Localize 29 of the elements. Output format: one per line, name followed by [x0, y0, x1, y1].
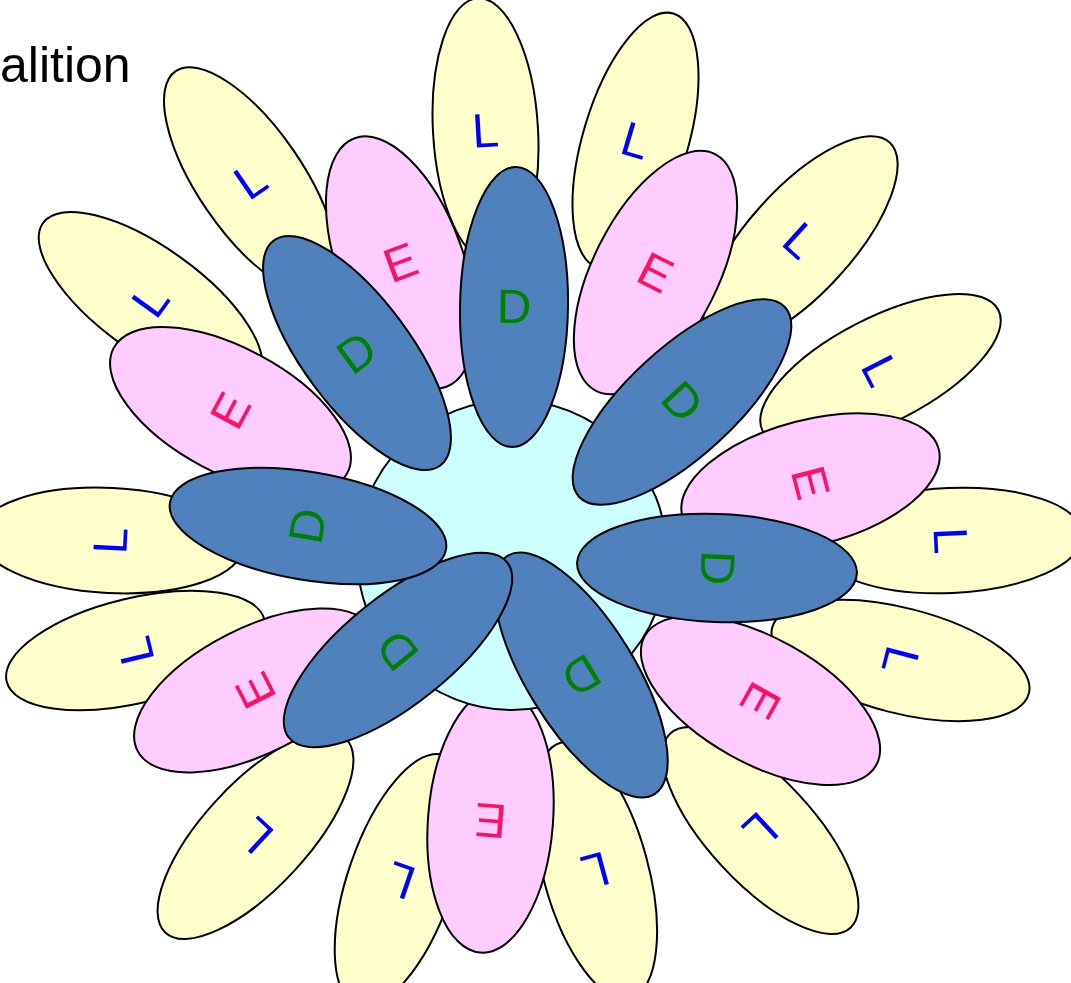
petal-letter: L	[925, 525, 975, 555]
petal-letter: L	[228, 808, 282, 862]
petal-letter: E	[782, 460, 838, 504]
petal-letter: L	[108, 631, 162, 669]
petal-letter: E	[731, 674, 789, 726]
petal-letter: L	[85, 525, 135, 555]
petal-letter: L	[470, 105, 500, 155]
petal-letter: D	[652, 373, 712, 431]
petal-letter: E	[376, 233, 424, 291]
petal-letter: L	[575, 843, 615, 897]
petal-letter: L	[225, 152, 275, 208]
petal-letter: D	[368, 621, 428, 679]
petal-letter: D	[692, 549, 742, 587]
petal-letter: L	[122, 275, 178, 325]
petal-letter: D	[496, 282, 532, 332]
petal-letter: D	[281, 504, 335, 548]
petal-letter: L	[615, 113, 655, 167]
petal-letter: E	[629, 243, 681, 301]
petal-letter: D	[553, 645, 609, 705]
petal-letter: E	[472, 794, 508, 846]
title-text: alition	[0, 40, 131, 90]
petal-letter: L	[379, 852, 421, 908]
petal-letter: E	[226, 664, 284, 716]
petal-letter: L	[733, 803, 787, 857]
petal-letter: L	[774, 213, 826, 267]
petal-letter: E	[201, 384, 259, 436]
petal-letter: L	[873, 641, 927, 679]
petal-letter: D	[328, 323, 386, 383]
petal-letter: L	[852, 347, 908, 393]
